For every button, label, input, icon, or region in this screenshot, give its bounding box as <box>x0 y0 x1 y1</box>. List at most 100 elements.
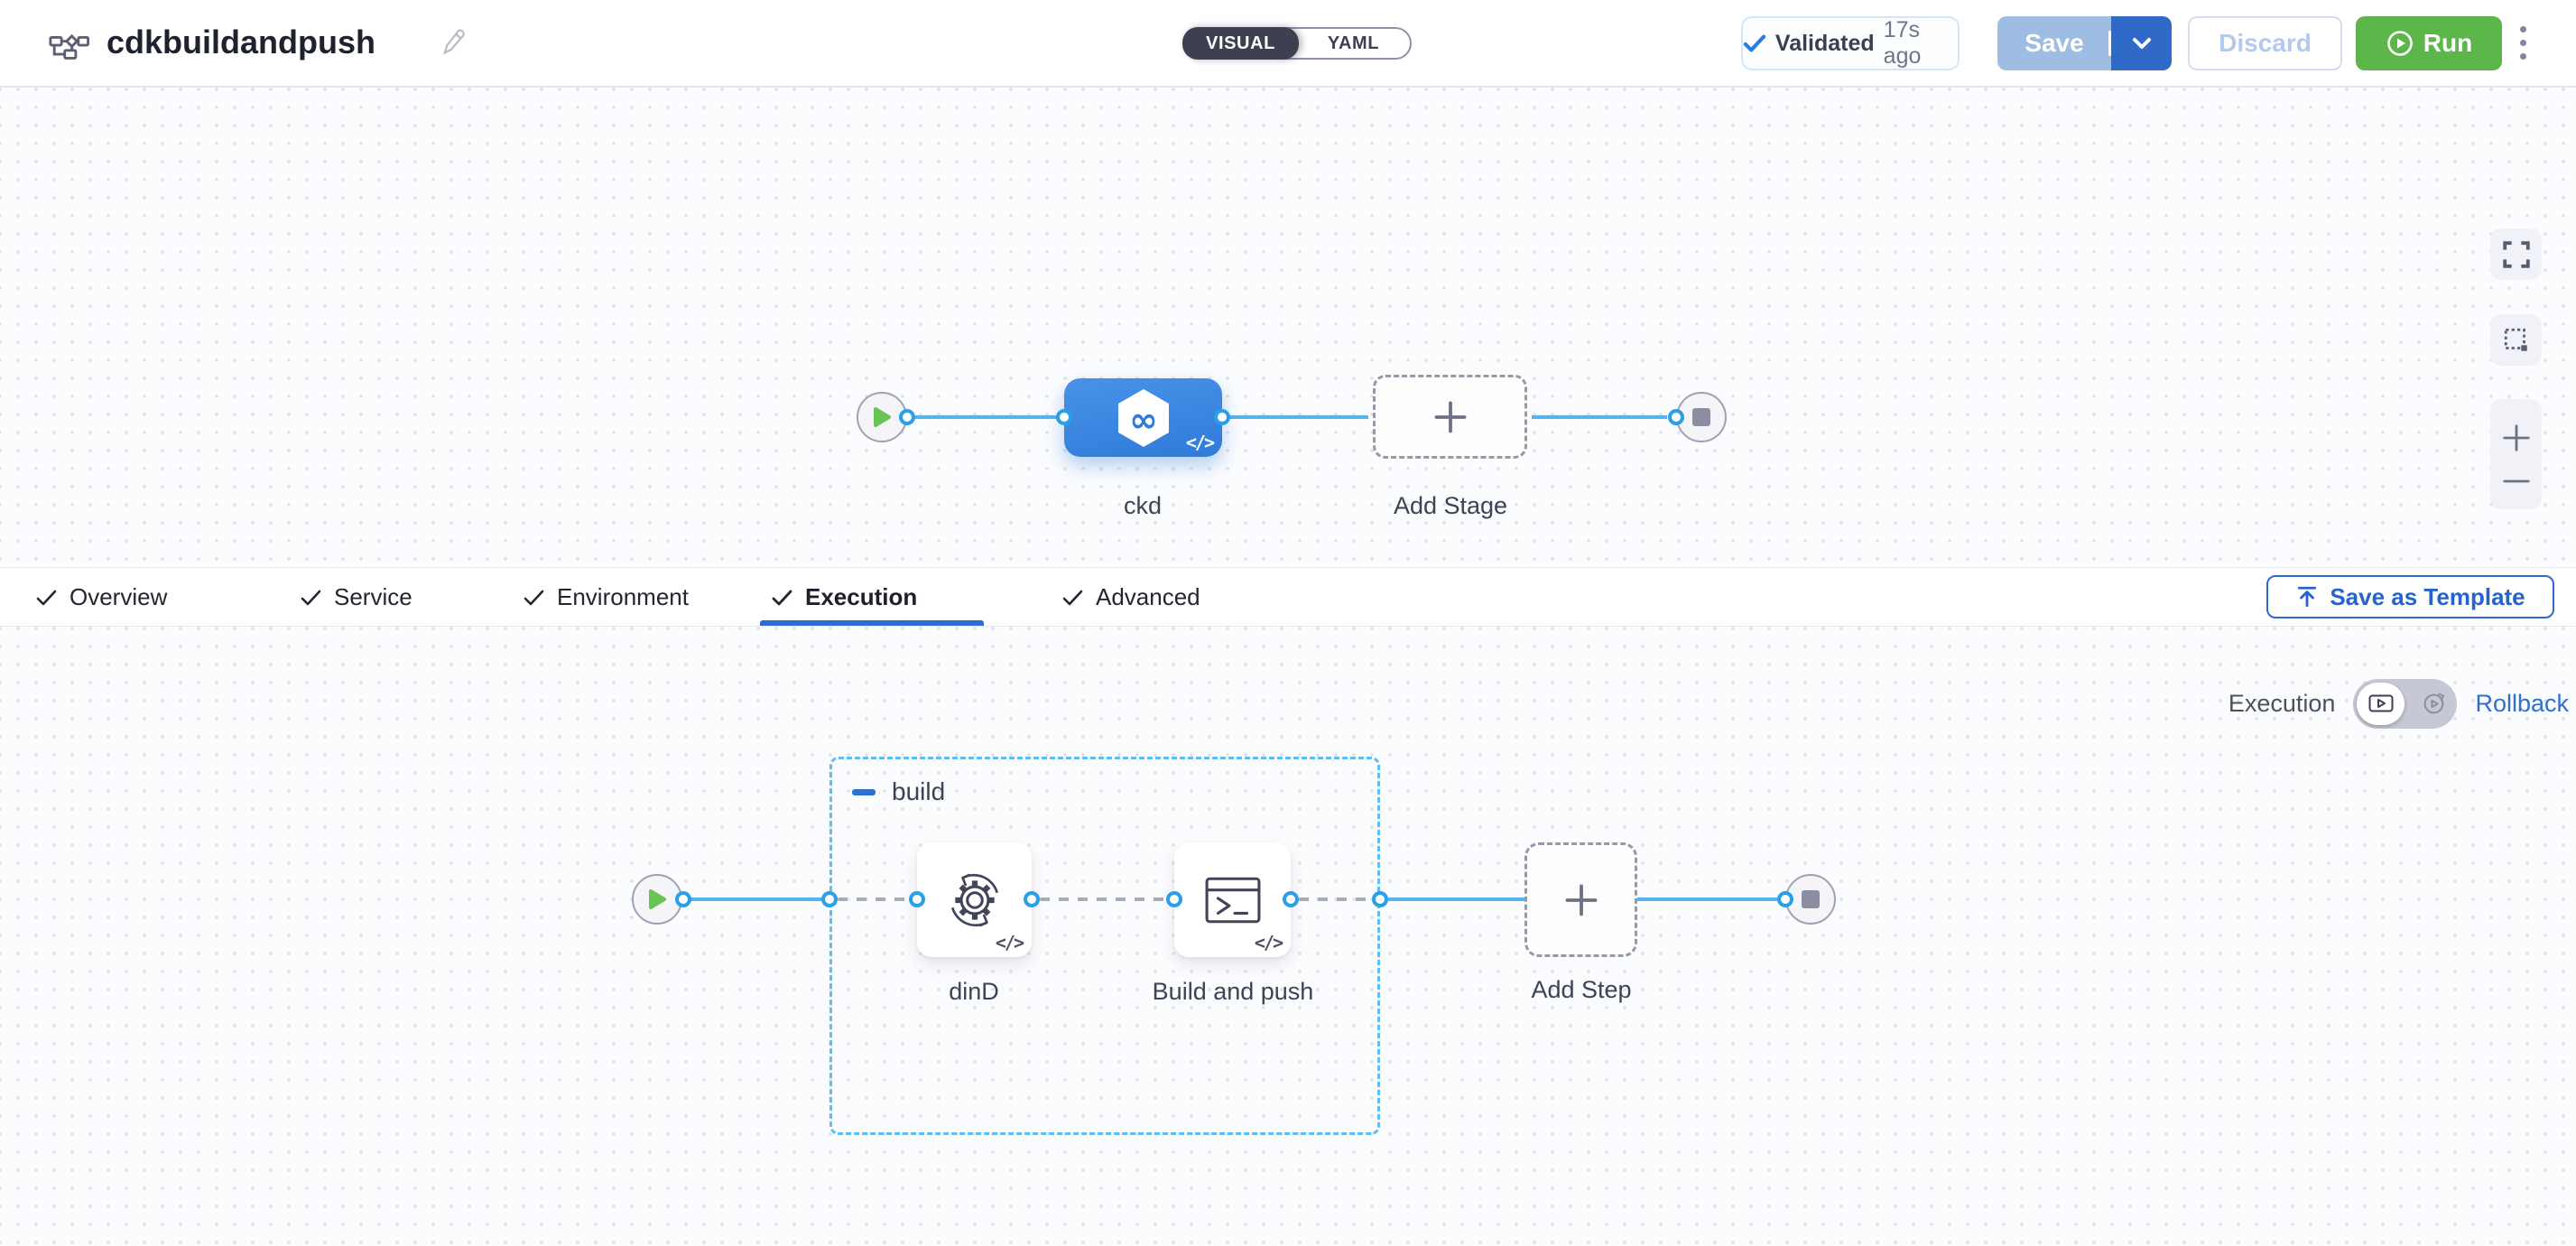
stop-icon <box>1692 408 1710 426</box>
save-dropdown-button[interactable] <box>2111 16 2172 70</box>
stage-node-ckd[interactable]: ∞ </> <box>1064 378 1222 457</box>
save-split-button: Save <box>1997 16 2172 70</box>
marquee-select-icon <box>2504 328 2527 351</box>
dashed-connector-line <box>1299 897 1372 901</box>
execution-mode-row: Execution Rollback <box>2229 676 2569 730</box>
tab-label: Execution <box>805 583 918 610</box>
validation-label: Validated <box>1774 30 1875 56</box>
port <box>821 891 838 907</box>
start-play-icon <box>649 889 666 909</box>
save-label: Save <box>2025 29 2084 57</box>
tab-label: Advanced <box>1096 583 1200 610</box>
chevron-down-icon <box>2132 38 2151 49</box>
port <box>1214 409 1230 425</box>
save-divider <box>2108 31 2111 56</box>
stop-icon <box>1802 890 1820 908</box>
save-button[interactable]: Save <box>1997 16 2111 70</box>
tab-check-icon <box>301 590 321 605</box>
gear-sync-icon <box>950 873 998 926</box>
port <box>675 891 691 907</box>
save-as-template-button[interactable]: Save as Template <box>2266 575 2554 618</box>
run-play-icon <box>2386 31 2413 56</box>
port <box>899 409 915 425</box>
dashed-connector-line <box>838 897 910 901</box>
zoom-controls <box>2490 399 2542 509</box>
port <box>1668 409 1684 425</box>
tab-label: Environment <box>557 583 689 610</box>
dashed-connector-line <box>1040 897 1166 901</box>
discard-button[interactable]: Discard <box>2188 16 2342 70</box>
add-stage-button[interactable] <box>1373 375 1527 459</box>
port <box>1056 409 1072 425</box>
run-button[interactable]: Run <box>2356 16 2502 70</box>
add-step-button[interactable] <box>1524 842 1637 957</box>
multi-select-button[interactable] <box>2490 314 2542 366</box>
more-options-menu[interactable] <box>2520 26 2526 60</box>
tab-label: Overview <box>69 583 168 610</box>
execution-mode-label: Execution <box>2228 689 2336 717</box>
port <box>1372 891 1388 907</box>
active-tab-underline <box>760 620 984 626</box>
tab-check-icon <box>772 590 792 605</box>
tab-check-icon <box>36 590 57 605</box>
tab-check-icon <box>524 590 544 605</box>
step-card-build-and-push[interactable]: </> <box>1174 842 1291 957</box>
validation-time: 17s ago <box>1883 17 1922 69</box>
header: cdkbuildandpush VISUAL YAML Validated 17… <box>0 0 2576 88</box>
stage-canvas[interactable]: ∞ </> ckd Add Stage <box>0 88 2576 578</box>
step-label-build-and-push: Build and push <box>1152 978 1314 1005</box>
view-mode-toggle: VISUAL YAML <box>1182 27 1412 60</box>
port <box>1777 891 1793 907</box>
tab-service[interactable]: Service <box>301 568 412 627</box>
run-label: Run <box>2423 29 2473 57</box>
tab-overview[interactable]: Overview <box>36 568 167 627</box>
add-step-label: Add Step <box>1531 976 1632 1003</box>
tab-execution[interactable]: Execution <box>772 568 917 627</box>
collapse-group-button[interactable] <box>852 789 876 795</box>
group-label: build <box>892 777 946 805</box>
fullscreen-icon <box>2502 240 2530 268</box>
tab-check-icon <box>1062 590 1083 605</box>
page-title: cdkbuildandpush <box>107 23 376 60</box>
execution-rollback-toggle[interactable] <box>2353 678 2458 729</box>
port <box>1024 891 1040 907</box>
plus-icon <box>1434 401 1466 432</box>
validation-status[interactable]: Validated 17s ago <box>1741 16 1960 70</box>
toggle-knob <box>2357 682 2405 725</box>
tab-environment[interactable]: Environment <box>524 568 689 627</box>
tab-advanced[interactable]: Advanced <box>1062 568 1200 627</box>
rollback-link[interactable]: Rollback <box>2475 689 2569 717</box>
plus-icon <box>1565 884 1597 916</box>
code-chip: </> <box>995 932 1024 953</box>
ci-hexagon-icon: ∞ <box>1117 388 1169 447</box>
zoom-out-icon[interactable] <box>2501 477 2532 486</box>
stage-label: ckd <box>1123 492 1163 519</box>
stage-tab-bar: Overview Service Environment Execution A… <box>0 567 2576 626</box>
code-chip: </> <box>1185 432 1215 453</box>
add-stage-label: Add Stage <box>1393 492 1508 519</box>
step-group-build: build <box>829 757 1380 1135</box>
connector-line <box>913 415 1058 419</box>
pipeline-icon <box>49 33 89 60</box>
port <box>1283 891 1299 907</box>
code-chip: </> <box>1254 932 1283 953</box>
toggle-visual[interactable]: VISUAL <box>1182 27 1299 60</box>
toggle-yaml[interactable]: YAML <box>1327 33 1380 53</box>
connector-line <box>1532 415 1667 419</box>
tab-label: Service <box>334 583 412 610</box>
zoom-in-icon[interactable] <box>2501 423 2532 453</box>
start-play-icon <box>874 407 891 427</box>
upload-icon <box>2298 586 2317 608</box>
execution-canvas[interactable]: Execution Rollback build <box>0 626 2576 1246</box>
connector-line <box>1637 897 1777 901</box>
pipeline-start-node <box>857 392 907 442</box>
fullscreen-button[interactable] <box>2490 228 2542 280</box>
connector-line <box>690 897 825 901</box>
connector-line <box>1388 897 1524 901</box>
port <box>1166 891 1182 907</box>
port <box>909 891 925 907</box>
terminal-icon <box>1205 877 1260 923</box>
step-card-dind[interactable]: </> <box>917 842 1032 957</box>
edit-pencil-icon[interactable] <box>440 27 467 58</box>
